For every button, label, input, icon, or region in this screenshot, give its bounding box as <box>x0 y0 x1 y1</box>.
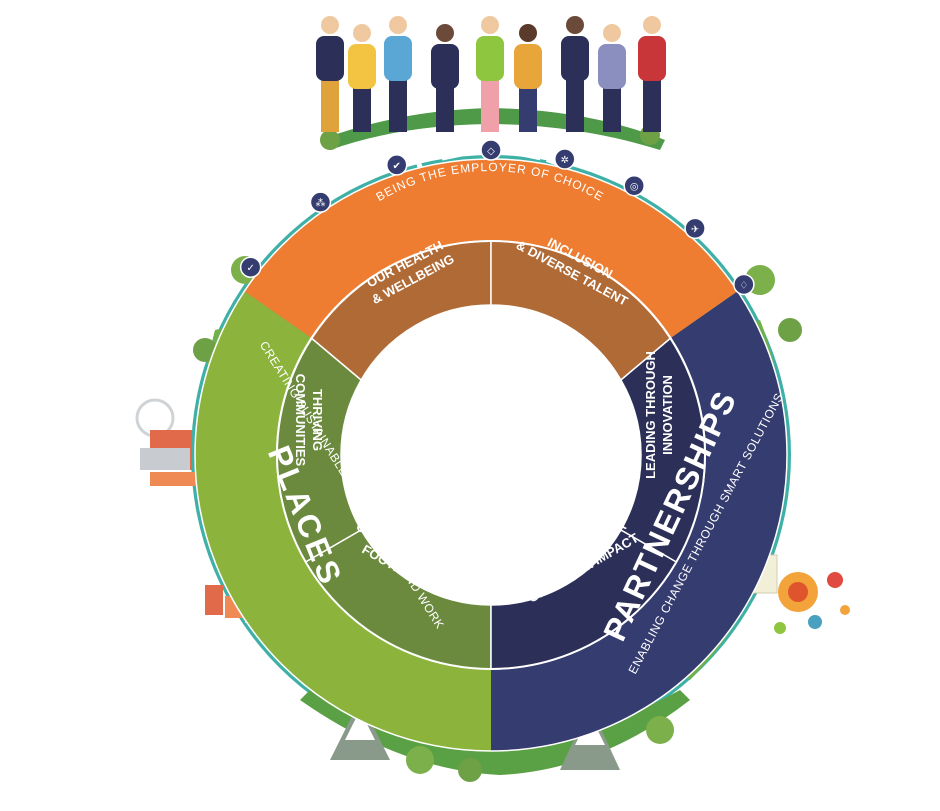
molecule-icon: ⁂ <box>309 191 332 213</box>
person-figure <box>476 16 504 132</box>
person-figure <box>431 24 459 132</box>
communities-label-group: THRIVING COMMUNITIES <box>293 374 325 467</box>
communities-label-line1: THRIVING <box>310 389 325 451</box>
svg-text:◇: ◇ <box>487 146 495 157</box>
person-figure <box>384 16 412 132</box>
tree-icon <box>406 716 674 782</box>
communities-label-line2: COMMUNITIES <box>293 374 308 467</box>
person-figure <box>514 24 542 132</box>
svg-text:✓: ✓ <box>246 263 254 274</box>
svg-text:✔: ✔ <box>393 161 401 172</box>
center-circle <box>341 305 641 605</box>
innovation-label-group: LEADING THROUGH INNOVATION <box>643 351 675 479</box>
partnerships-outer-sector <box>491 291 787 751</box>
person-figure <box>598 24 626 132</box>
outer-ring <box>195 159 787 751</box>
handshake-icon: ✈ <box>684 217 706 240</box>
globe-icon: ◎ <box>623 174 645 197</box>
person-figure <box>316 16 344 132</box>
check-icon: ✓ <box>239 256 262 278</box>
svg-text:♢: ♢ <box>739 280 748 291</box>
compass-icon: ◇ <box>480 139 502 161</box>
person-figure <box>561 16 589 132</box>
ring-divider <box>276 240 706 670</box>
people-outer-sector <box>244 159 738 338</box>
people-figures <box>316 16 666 132</box>
inner-ring <box>276 240 706 670</box>
leaf-icon: ✔ <box>385 154 408 176</box>
person-figure <box>348 24 376 132</box>
icon-row: ✓ ⁂ ✔ ◇ ✲ ◎ ✈ ♢ <box>239 139 755 296</box>
network-icon: ✲ <box>554 148 576 170</box>
svg-text:✈: ✈ <box>691 224 699 235</box>
person-figure <box>638 16 666 132</box>
svg-text:◎: ◎ <box>630 182 639 193</box>
mountain-icon <box>330 700 390 760</box>
svg-text:⁂: ⁂ <box>315 197 325 209</box>
tag-icon: ♢ <box>733 273 755 296</box>
innovation-label-line1: LEADING THROUGH <box>643 351 658 479</box>
svg-text:✲: ✲ <box>561 155 569 166</box>
innovation-label-line2: INNOVATION <box>660 375 675 455</box>
places-outer-sector <box>195 291 491 751</box>
city-buildings-icon <box>135 398 196 486</box>
